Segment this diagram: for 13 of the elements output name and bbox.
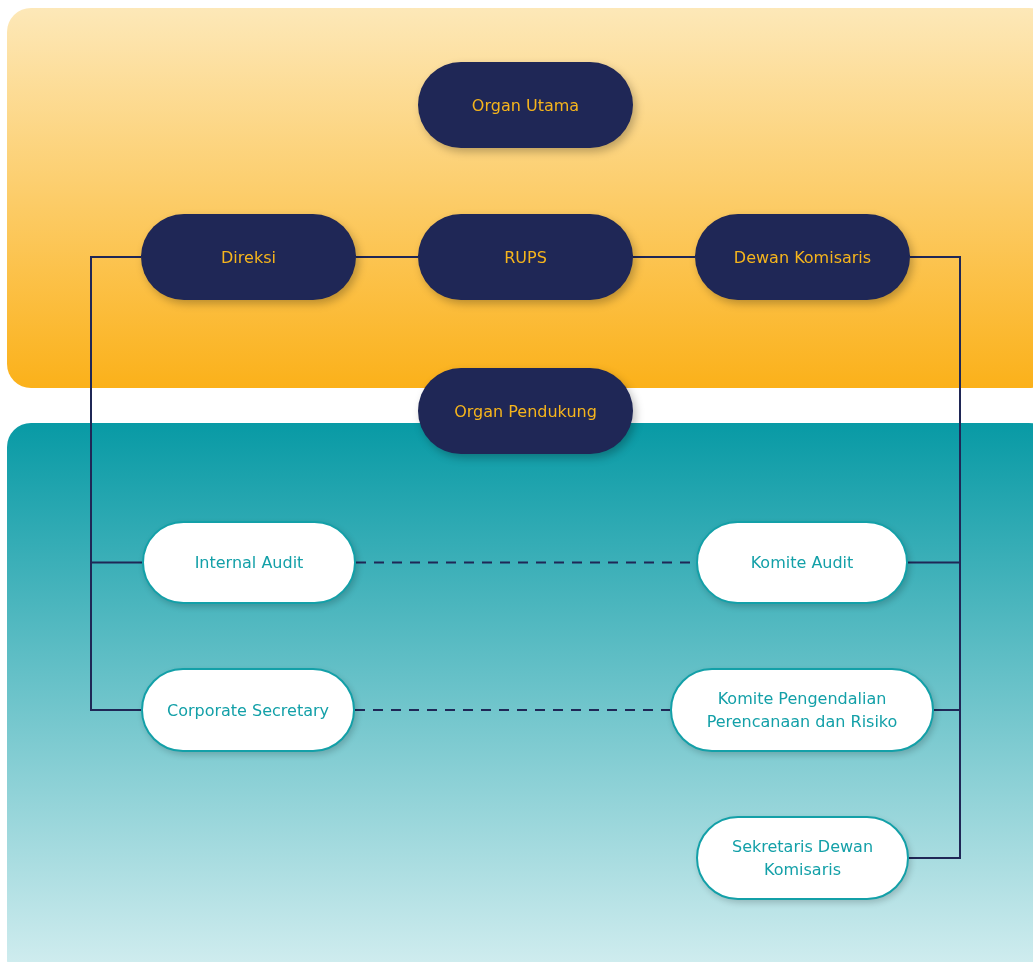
- organ-pill: Organ Pendukung: [418, 368, 633, 454]
- unit-pill: Sekretaris Dewan Komisaris: [696, 816, 909, 900]
- organ-pill: Organ Utama: [418, 62, 633, 148]
- unit-pill: Komite Pengendalian Perencanaan dan Risiko: [670, 668, 934, 752]
- unit-pill: Komite Audit: [696, 521, 908, 604]
- connector-line: [632, 256, 696, 258]
- dashed-connector: [354, 709, 671, 711]
- organ-pill: Dewan Komisaris: [695, 214, 910, 300]
- connector-line: [355, 256, 419, 258]
- unit-pill: Internal Audit: [142, 521, 356, 604]
- unit-pill: Corporate Secretary: [141, 668, 355, 752]
- organ-pill: RUPS: [418, 214, 633, 300]
- organ-pill: Direksi: [141, 214, 356, 300]
